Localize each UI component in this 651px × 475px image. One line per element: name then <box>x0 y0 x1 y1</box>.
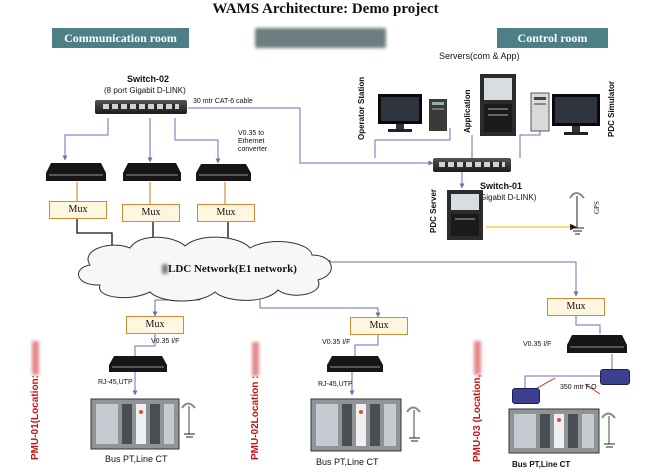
network-label-text: LDC Network(E1 network) <box>168 263 297 275</box>
pdc-server <box>445 188 485 242</box>
switch-02-device <box>95 100 187 114</box>
mux-box: Mux <box>122 204 180 222</box>
converter-device <box>195 163 252 182</box>
pmu-03-vif: V0.35 I/F <box>523 341 552 348</box>
pdc-sim-monitor <box>550 92 602 138</box>
pmu-01-converter <box>108 355 168 373</box>
pmu-03-fo-converter-bottom <box>512 388 540 404</box>
pmu-01-label-text: PMU-01(Location: <box>30 375 41 460</box>
pmu-01-vif: V0.35 I/F <box>151 338 180 345</box>
operator-station-label: Operator Station <box>357 76 366 140</box>
gps-antenna-icon <box>566 190 592 236</box>
pmu-03-label: PMU-03 (Location, <box>472 340 483 462</box>
converter-device <box>45 162 107 182</box>
operator-monitor <box>376 92 424 134</box>
pmu-01-label: PMU-01(Location: <box>30 341 41 460</box>
communication-room-header: Communication room <box>52 28 189 48</box>
operator-pc-tower <box>428 98 448 132</box>
pmu-03-rack <box>508 408 600 454</box>
pmu-01-bus: Bus PT,Line CT <box>105 454 168 464</box>
switch-01-name: Switch-01 <box>480 181 523 191</box>
pmu-03-converter <box>566 334 628 354</box>
antenna-icon <box>180 400 200 440</box>
page-title: WAMS Architecture: Demo project <box>212 1 439 17</box>
pmu-02-rack <box>310 398 402 452</box>
pmu-02-label-text: PMU-02Location : <box>250 375 261 460</box>
pmu-03-bus: Bus PT,Line CT <box>512 460 571 469</box>
switch-01-desc: Gigabit D-LINK) <box>480 193 537 202</box>
pmu-01-mux: Mux <box>126 316 184 334</box>
cable-label: 30 mtr CAT-6 cable <box>193 98 253 105</box>
pmu-03-fo: 350 mtr F.O <box>560 384 597 391</box>
mux-box: Mux <box>49 201 107 219</box>
pmu-02-bus: Bus PT,Line CT <box>316 457 379 467</box>
pmu-02-rj: RJ-45,UTP <box>318 381 353 388</box>
pmu-02-converter <box>326 355 384 373</box>
pmu-02-label: PMU-02Location : <box>250 341 261 460</box>
pdc-sim-tower <box>530 92 550 132</box>
gps-label: GPS <box>593 201 601 214</box>
pmu-02-vif: V0.35 I/F <box>322 339 351 346</box>
redacted-location <box>255 28 386 48</box>
converter-label-2: Ethernet <box>238 138 265 145</box>
converter-device <box>122 162 182 182</box>
network-cloud <box>78 236 332 302</box>
switch-02-desc: (8 port Gigabit D-LINK) <box>104 86 186 95</box>
pmu-02-mux: Mux <box>350 317 408 335</box>
servers-label: Servers(com & App) <box>439 51 520 61</box>
pmu-03-label-text: PMU-03 (Location, <box>472 374 483 462</box>
application-label: Application <box>463 89 472 133</box>
application-server <box>478 72 518 138</box>
switch-01-device <box>433 158 511 172</box>
control-room-header: Control room <box>497 28 608 48</box>
antenna-icon <box>405 404 425 444</box>
pdc-simulator-label: PDC Simulator <box>607 80 616 137</box>
pmu-01-rack <box>90 398 180 450</box>
pdc-server-label: PDC Server <box>429 188 438 233</box>
converter-label-1: V0.35 to <box>238 130 265 137</box>
pmu-03-fo-converter-top <box>600 369 630 385</box>
pmu-01-rj: RJ-45,UTP <box>98 379 133 386</box>
antenna-icon <box>600 410 620 450</box>
converter-label-3: converter <box>238 146 268 153</box>
mux-box: Mux <box>197 204 255 222</box>
switch-02-name: Switch-02 <box>127 74 170 84</box>
pmu-03-mux: Mux <box>547 298 605 316</box>
network-label: LDC Network(E1 network) <box>162 263 297 275</box>
